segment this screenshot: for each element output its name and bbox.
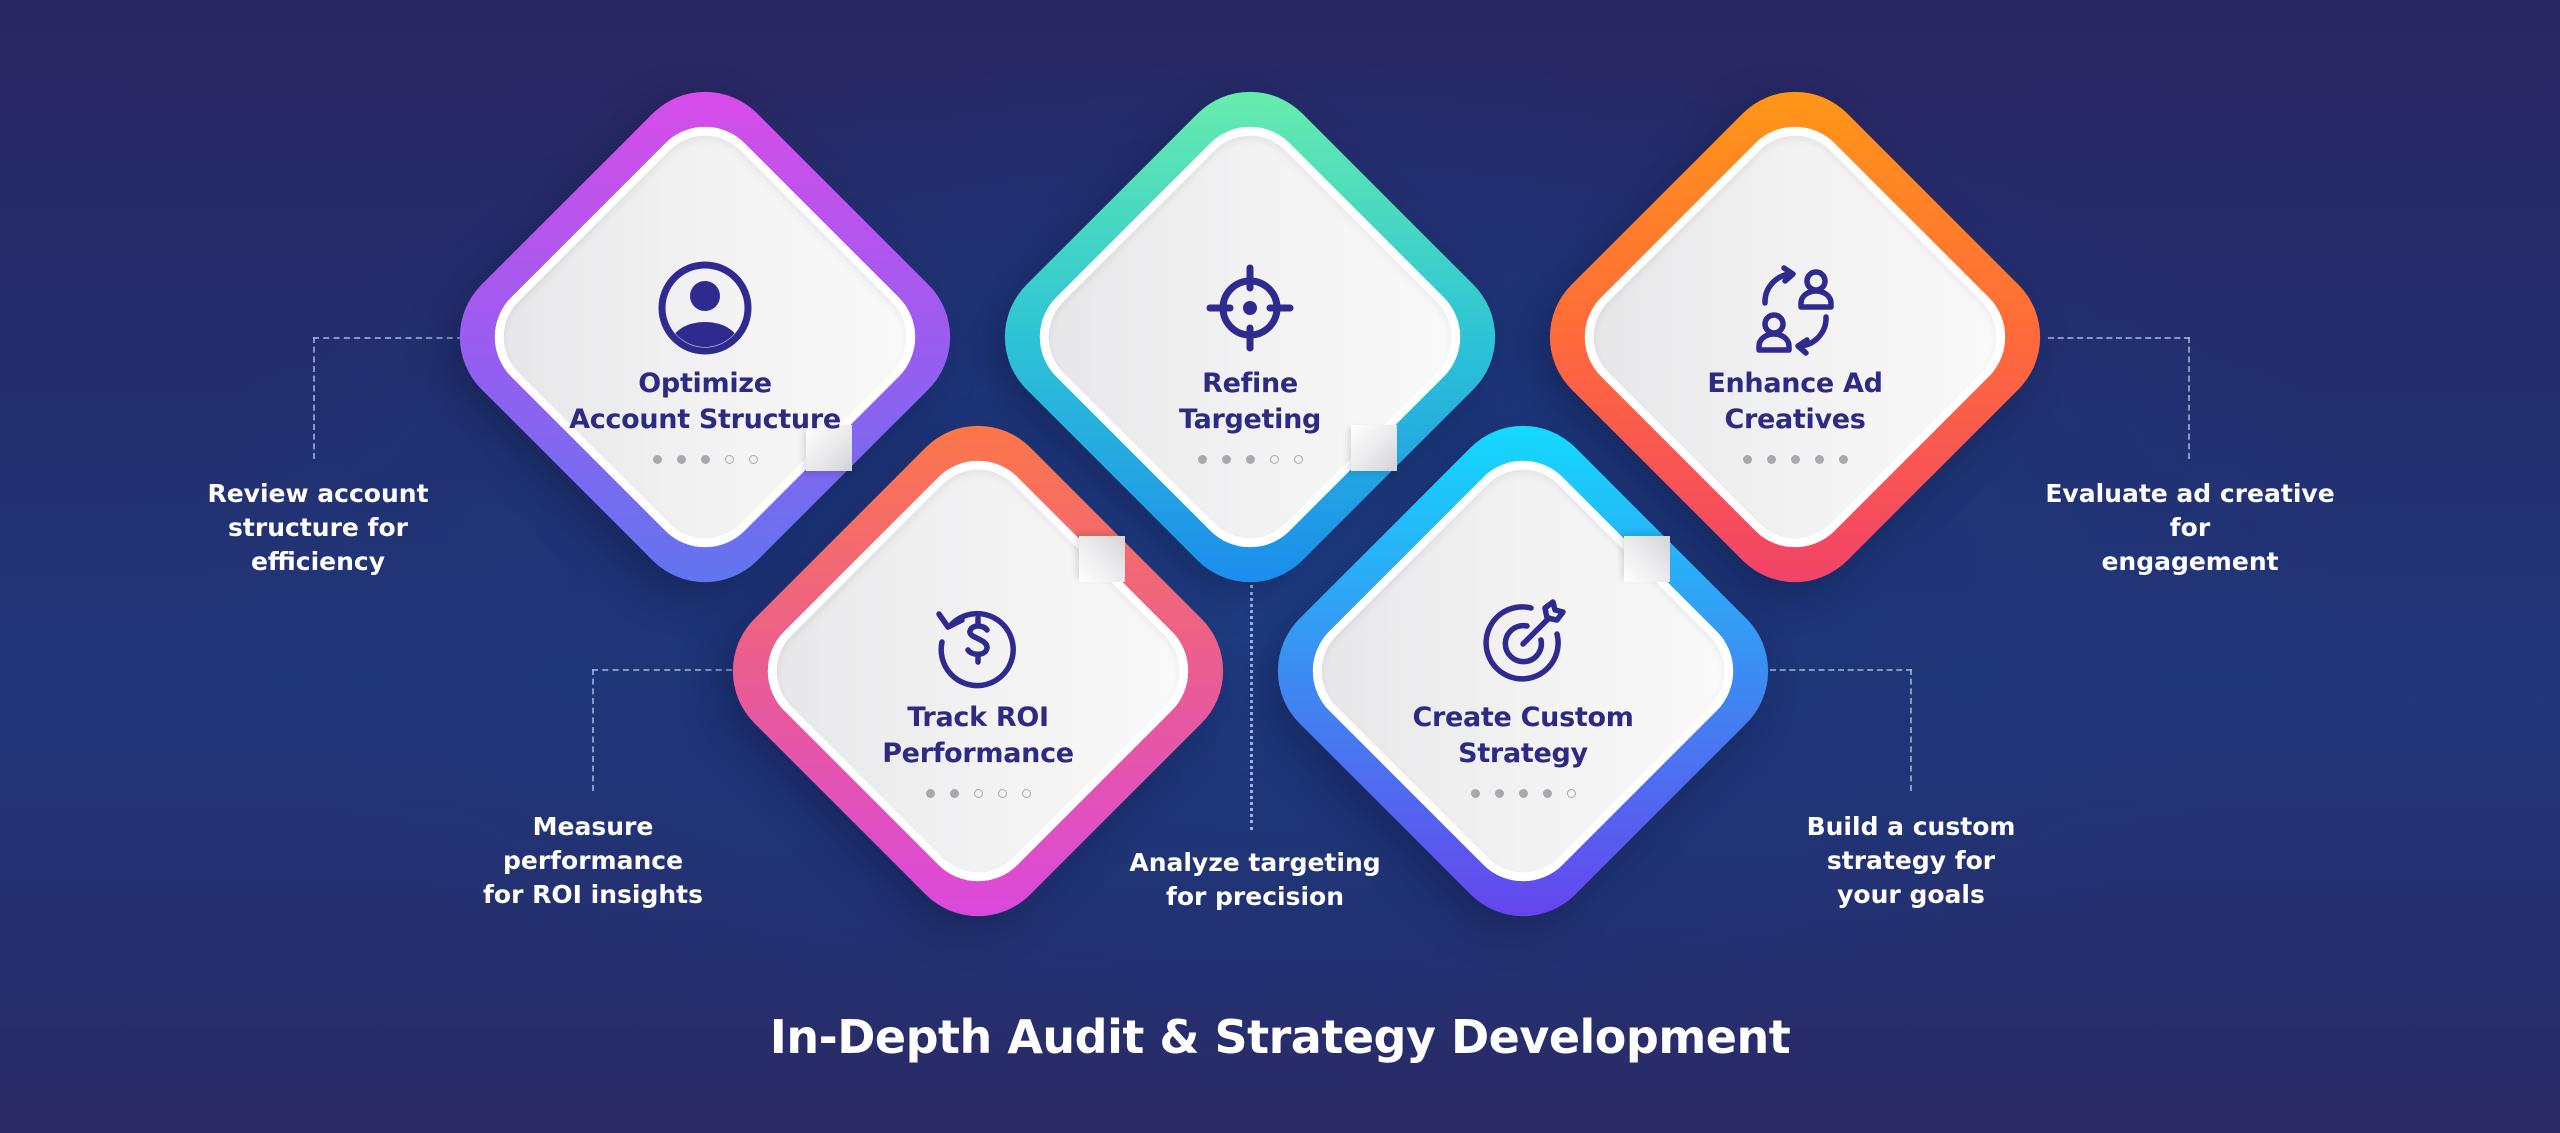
dot-filled [1494,789,1504,798]
card-title: Track ROI Performance [882,702,1074,769]
dot-empty [1269,455,1279,464]
progress-dots [510,455,900,464]
progress-dots [1328,789,1718,798]
crosshair-icon [1202,260,1298,356]
connector-track-h [592,669,732,671]
dot-filled [1221,455,1231,464]
connector-create-v [1910,669,1912,791]
description-refine: Analyze targeting for precision [1129,848,1381,911]
card-title: Refine Targeting [1178,368,1322,435]
dot-empty [748,455,758,464]
dot-filled [1766,455,1776,464]
dot-filled [676,455,686,464]
connector-optimize-h [313,337,463,339]
dot-filled [1518,789,1528,798]
connector-enhance-v [2188,337,2190,459]
dot-empty [1021,789,1031,798]
dot-filled [1814,455,1824,464]
dot-filled [925,789,935,798]
dot-filled [1197,455,1207,464]
card-title: Create Custom Strategy [1412,702,1634,769]
connector-optimize-v [313,337,315,459]
card-track-roi[interactable]: Track ROI Performance [702,395,1254,947]
card-title: Enhance Ad Creatives [1707,368,1883,435]
connector-create-h [1770,669,1912,671]
description-optimize: Review account structure for efficiency [207,479,429,576]
card-optimize[interactable]: Optimize Account Structure [429,61,981,613]
connector-track-v [592,669,594,791]
dot-filled [949,789,959,798]
dot-filled [652,455,662,464]
progress-dots [783,789,1173,798]
dot-filled [1470,789,1480,798]
dot-empty [1566,789,1576,798]
dot-filled [1542,789,1552,798]
dot-empty [1293,455,1303,464]
dot-filled [1742,455,1752,464]
dot-filled [1838,455,1848,464]
card-create-strategy[interactable]: Create Custom Strategy [1247,395,1799,947]
dot-empty [724,455,734,464]
card-title: Optimize Account Structure [569,368,841,435]
dot-empty [997,789,1007,798]
dot-empty [973,789,983,798]
description-create-strategy: Build a custom strategy for your goals [1806,812,2016,909]
target-arrow-icon [1475,594,1571,690]
dot-filled [1245,455,1255,464]
page-title: In-Depth Audit & Strategy Development [769,1010,1791,1064]
description-enhance: Evaluate ad creative for engagement [2045,479,2335,576]
card-enhance[interactable]: Enhance Ad Creatives [1519,61,2071,613]
page-fold-corner [806,425,852,471]
page-fold-corner [1351,425,1397,471]
user-circle-icon [657,260,753,356]
dot-filled [700,455,710,464]
progress-dots [1600,455,1990,464]
user-swap-icon [1747,260,1843,356]
progress-dots [1055,455,1445,464]
connector-enhance-h [2048,337,2190,339]
connector-refine-v [1250,585,1253,830]
dot-filled [1790,455,1800,464]
card-refine[interactable]: Refine Targeting [974,61,1526,613]
dollar-refresh-icon [930,594,1026,690]
description-track-roi: Measure performance for ROI insights [483,812,703,909]
